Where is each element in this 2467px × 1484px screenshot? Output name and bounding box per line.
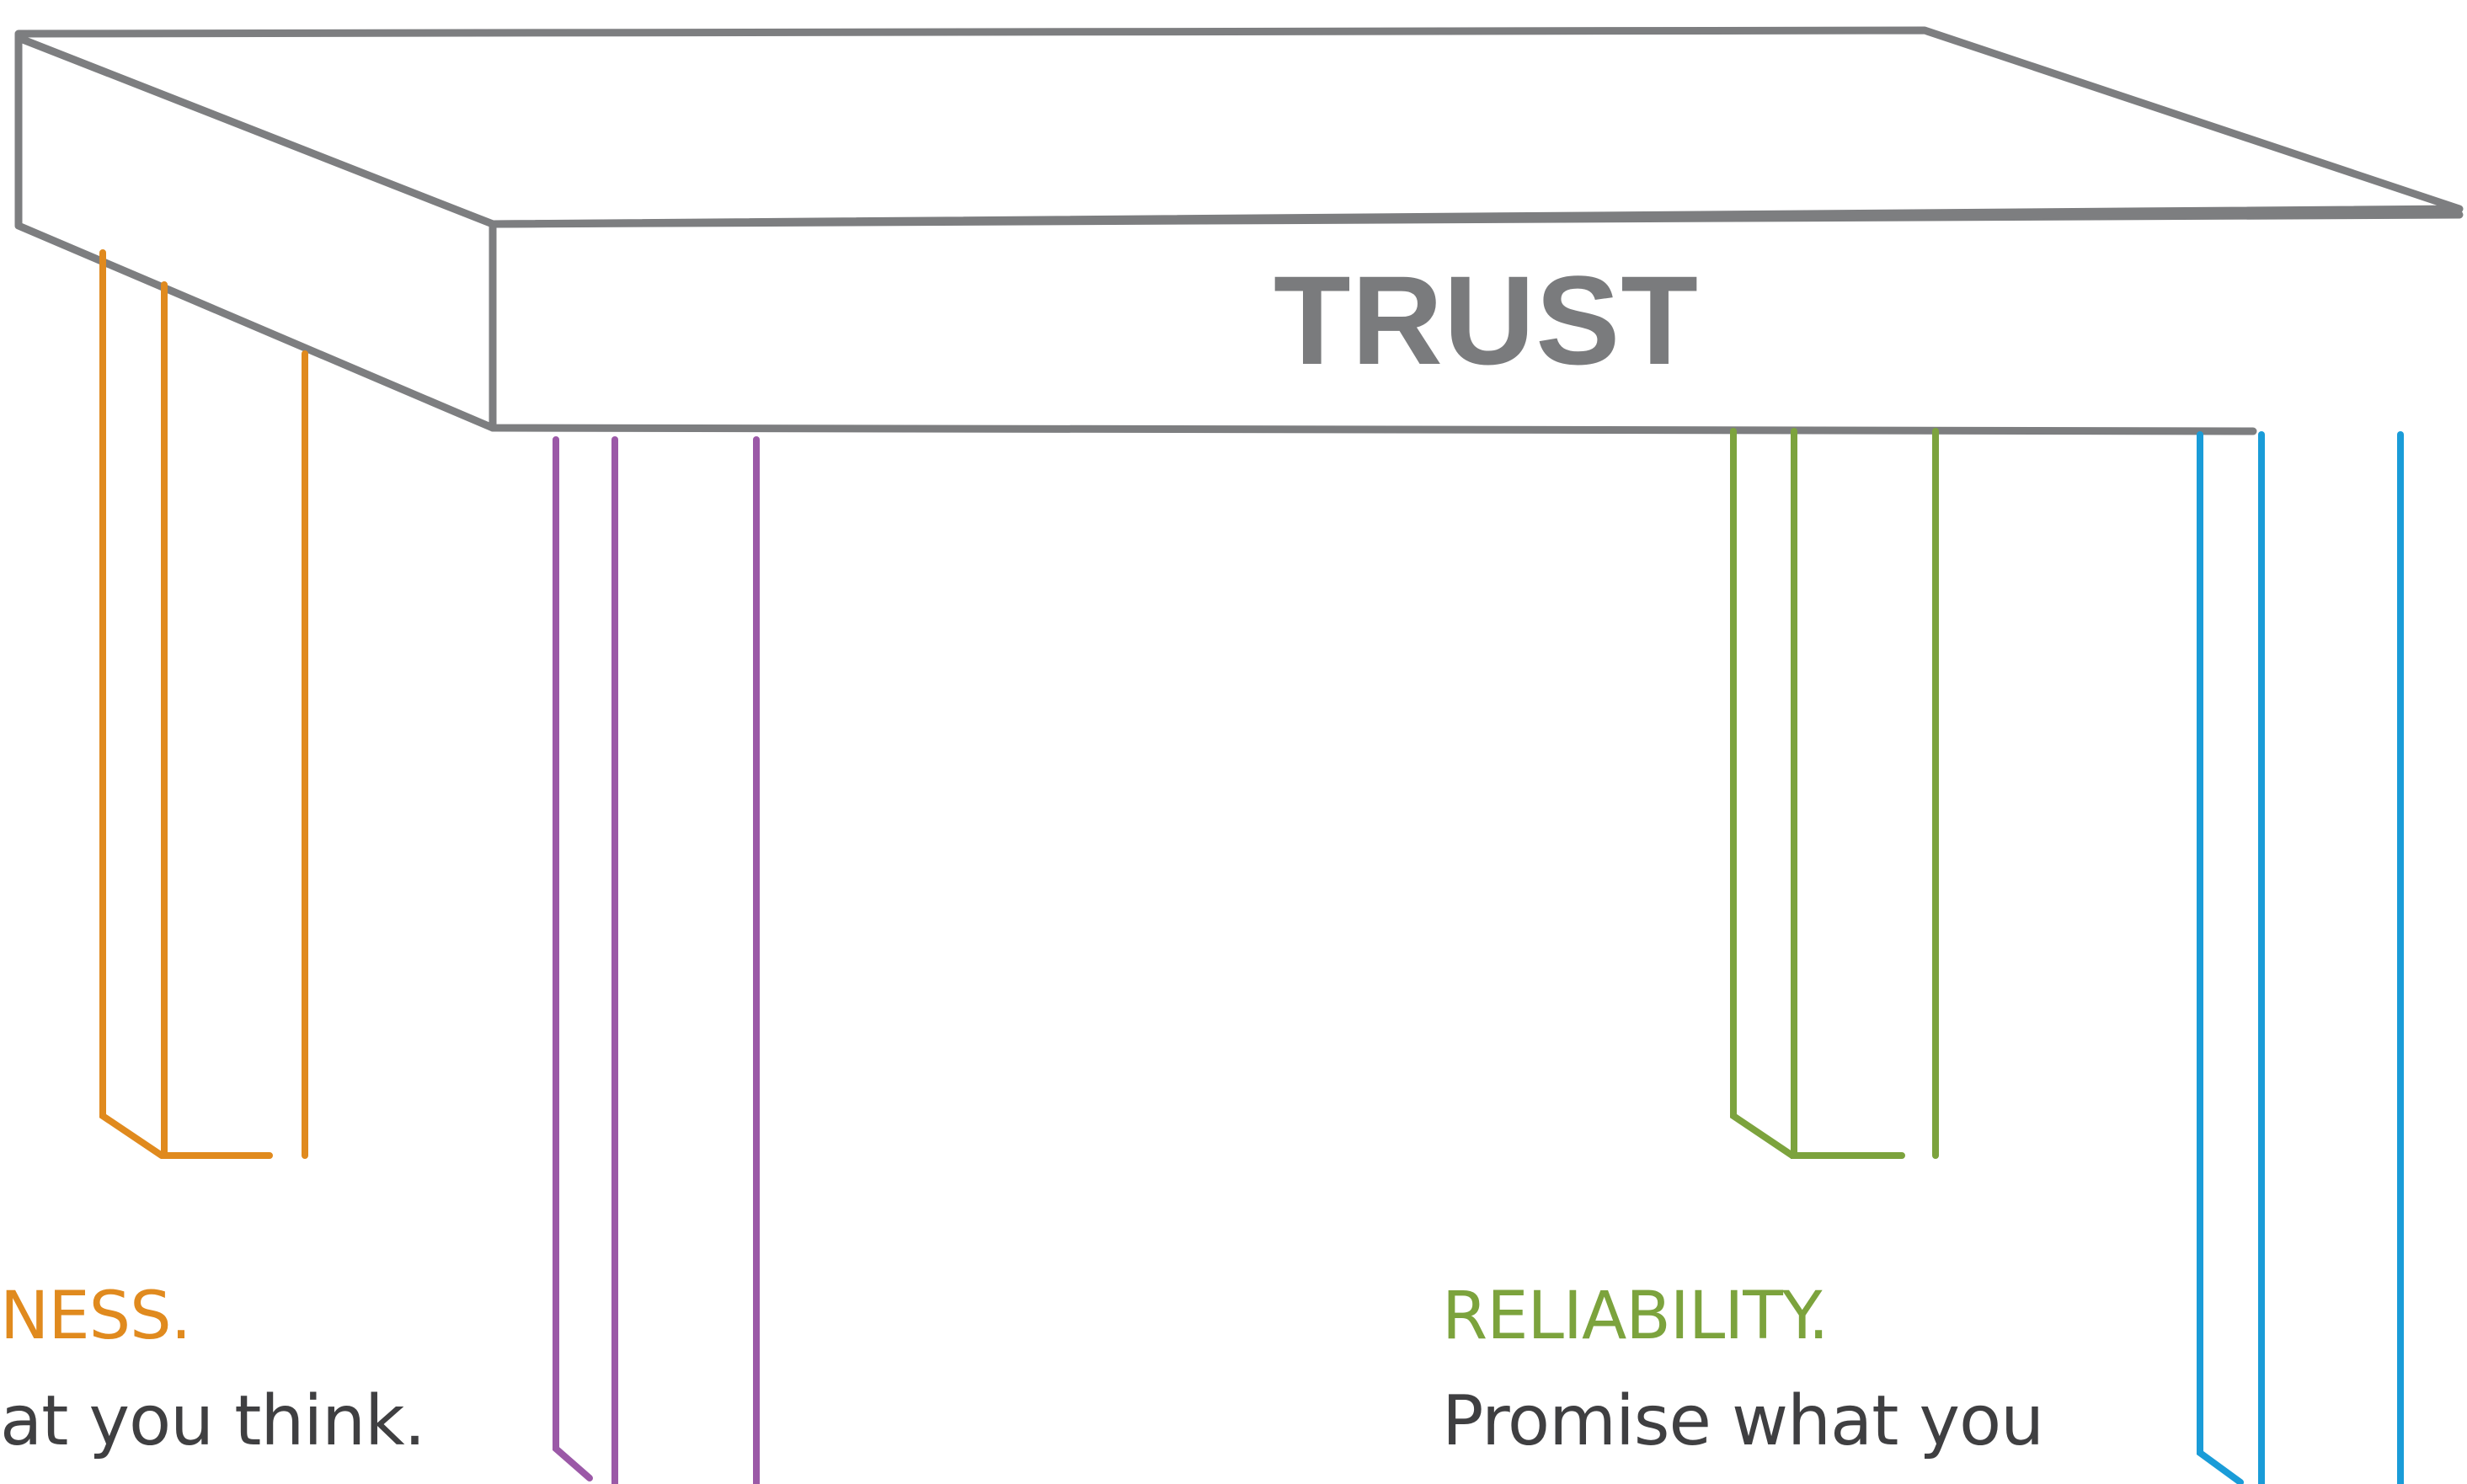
leg-left-front [556, 440, 756, 1484]
leg-right-back [1733, 431, 1936, 1156]
openness-text: at you think. [0, 1381, 425, 1461]
table-label: TRUST [1274, 257, 1699, 383]
openness-title: NESS. [0, 1278, 190, 1354]
leg-left-back [103, 253, 305, 1156]
table-top [19, 30, 2459, 431]
reliability-title: RELIABILITY. [1442, 1278, 1829, 1354]
reliability-text: Promise what you [1442, 1381, 2043, 1461]
leg-right-front [2200, 435, 2400, 1484]
